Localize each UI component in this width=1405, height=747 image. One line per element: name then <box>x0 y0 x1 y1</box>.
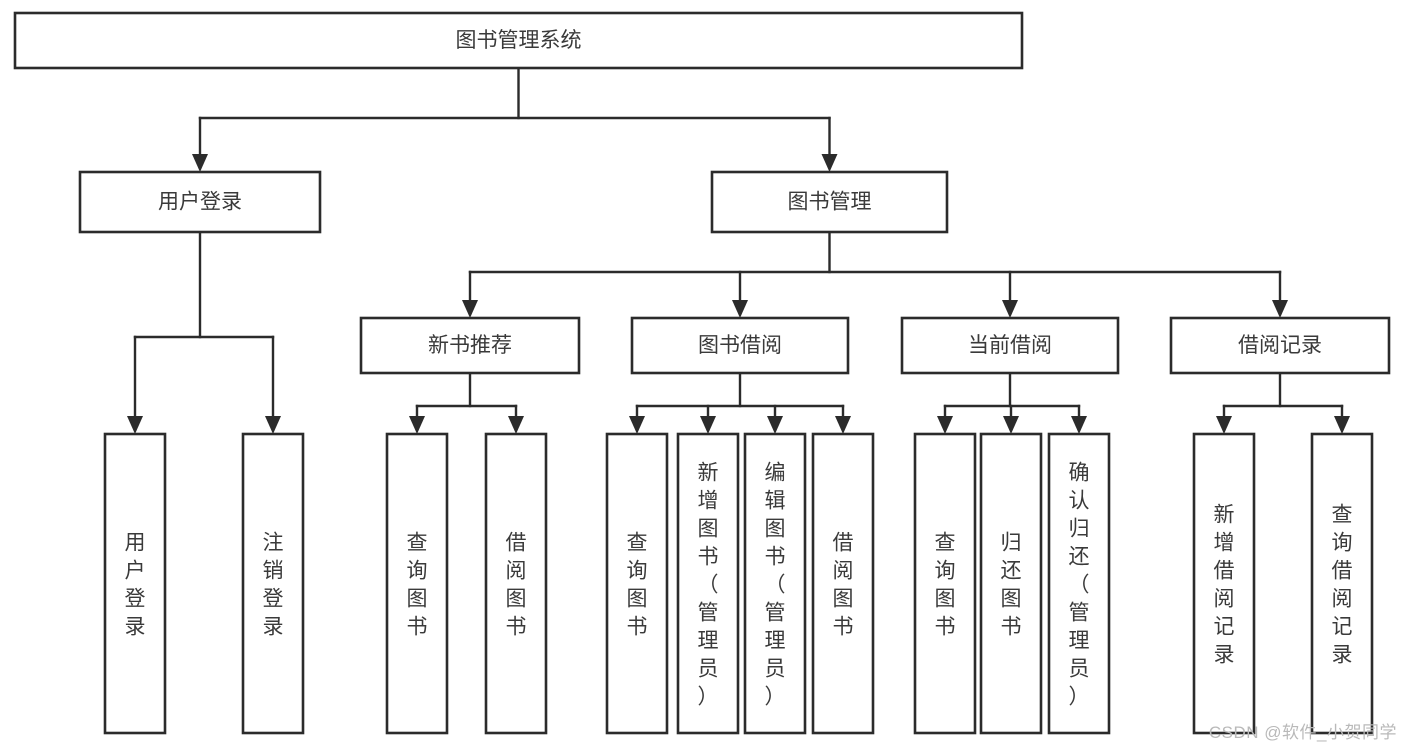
node-box-leaf_add_book[interactable] <box>676 432 740 735</box>
arrow-head-icon <box>1002 300 1018 318</box>
node-label-leaf_query_book_1: 查询图书 <box>407 531 428 638</box>
node-box-leaf_logout[interactable] <box>241 432 305 735</box>
node-label-leaf_return_book: 归还图书 <box>1001 531 1022 638</box>
connector-layer <box>127 66 1350 434</box>
node-box-root[interactable] <box>13 11 1024 70</box>
arrow-head-icon <box>1071 416 1087 434</box>
arrow-head-icon <box>462 300 478 318</box>
node-box-current_borrow[interactable] <box>900 316 1120 375</box>
node-label-leaf_query_book_3: 查询图书 <box>935 531 956 638</box>
node-layer: 图书管理系统用户登录图书管理新书推荐图书借阅当前借阅借阅记录用户登录注销登录查询… <box>13 11 1391 735</box>
arrow-head-icon <box>265 416 281 434</box>
node-leaf_query_book_2[interactable]: 查询图书 <box>605 432 669 735</box>
arrow-head-icon <box>629 416 645 434</box>
arrow-head-icon <box>767 416 783 434</box>
node-box-leaf_borrow_book_2[interactable] <box>811 432 875 735</box>
node-label-leaf_confirm_return: 确认归还（管理员） <box>1069 461 1090 708</box>
arrow-head-icon <box>1334 416 1350 434</box>
node-label-leaf_query_book_2: 查询图书 <box>627 531 648 638</box>
node-box-user_login[interactable] <box>78 170 322 234</box>
node-leaf_return_book[interactable]: 归还图书 <box>979 432 1043 735</box>
arrow-head-icon <box>1272 300 1288 318</box>
node-label-root: 图书管理系统 <box>456 29 582 52</box>
node-box-book_mgmt[interactable] <box>710 170 949 234</box>
node-leaf_borrow_book_1[interactable]: 借阅图书 <box>484 432 548 735</box>
node-leaf_confirm_return[interactable]: 确认归还（管理员） <box>1047 432 1111 735</box>
node-leaf_logout[interactable]: 注销登录 <box>241 432 305 735</box>
node-borrow_record[interactable]: 借阅记录 <box>1169 316 1391 375</box>
node-box-borrow_record[interactable] <box>1169 316 1391 375</box>
node-box-leaf_query_book_2[interactable] <box>605 432 669 735</box>
arrow-head-icon <box>508 416 524 434</box>
node-box-new_book_rec[interactable] <box>359 316 581 375</box>
node-label-leaf_logout: 注销登录 <box>263 531 284 638</box>
node-leaf_query_book_1[interactable]: 查询图书 <box>385 432 449 735</box>
arrow-head-icon <box>409 416 425 434</box>
node-label-book_mgmt: 图书管理 <box>788 191 872 214</box>
node-leaf_borrow_book_2[interactable]: 借阅图书 <box>811 432 875 735</box>
arrow-head-icon <box>732 300 748 318</box>
node-label-leaf_query_record: 查询借阅记录 <box>1332 503 1353 666</box>
node-user_login[interactable]: 用户登录 <box>78 170 322 234</box>
arrow-head-icon <box>127 416 143 434</box>
node-box-leaf_query_book_1[interactable] <box>385 432 449 735</box>
node-label-book_borrow: 图书借阅 <box>698 334 782 357</box>
node-leaf_query_record[interactable]: 查询借阅记录 <box>1310 432 1374 735</box>
node-label-leaf_borrow_book_1: 借阅图书 <box>506 531 527 638</box>
node-leaf_user_login[interactable]: 用户登录 <box>103 432 167 735</box>
node-leaf_add_book[interactable]: 新增图书（管理员） <box>676 432 740 735</box>
arrow-head-icon <box>700 416 716 434</box>
node-label-leaf_add_book: 新增图书（管理员） <box>698 461 719 708</box>
node-box-leaf_query_record[interactable] <box>1310 432 1374 735</box>
node-book_borrow[interactable]: 图书借阅 <box>630 316 850 375</box>
node-label-borrow_record: 借阅记录 <box>1238 334 1322 357</box>
node-box-leaf_query_book_3[interactable] <box>913 432 977 735</box>
node-box-book_borrow[interactable] <box>630 316 850 375</box>
node-leaf_edit_book[interactable]: 编辑图书（管理员） <box>743 432 807 735</box>
node-label-leaf_edit_book: 编辑图书（管理员） <box>765 461 786 708</box>
node-leaf_add_record[interactable]: 新增借阅记录 <box>1192 432 1256 735</box>
node-box-leaf_return_book[interactable] <box>979 432 1043 735</box>
node-box-leaf_user_login[interactable] <box>103 432 167 735</box>
node-label-current_borrow: 当前借阅 <box>968 334 1052 357</box>
node-current_borrow[interactable]: 当前借阅 <box>900 316 1120 375</box>
node-new_book_rec[interactable]: 新书推荐 <box>359 316 581 375</box>
arrow-head-icon <box>937 416 953 434</box>
node-leaf_query_book_3[interactable]: 查询图书 <box>913 432 977 735</box>
node-label-leaf_user_login: 用户登录 <box>125 531 146 638</box>
node-box-leaf_confirm_return[interactable] <box>1047 432 1111 735</box>
node-label-leaf_add_record: 新增借阅记录 <box>1214 503 1235 666</box>
node-box-leaf_edit_book[interactable] <box>743 432 807 735</box>
arrow-head-icon <box>835 416 851 434</box>
arrow-head-icon <box>1216 416 1232 434</box>
arrow-head-icon <box>1003 416 1019 434</box>
csdn-watermark: CSDN @软件_小贺同学 <box>1208 723 1397 742</box>
arrow-head-icon <box>192 154 208 172</box>
node-box-leaf_add_record[interactable] <box>1192 432 1256 735</box>
node-box-leaf_borrow_book_1[interactable] <box>484 432 548 735</box>
arrow-head-icon <box>821 154 838 172</box>
node-book_mgmt[interactable]: 图书管理 <box>710 170 949 234</box>
node-label-leaf_borrow_book_2: 借阅图书 <box>833 531 854 638</box>
node-label-user_login: 用户登录 <box>158 191 242 214</box>
node-label-new_book_rec: 新书推荐 <box>428 334 512 357</box>
node-root[interactable]: 图书管理系统 <box>13 11 1024 70</box>
